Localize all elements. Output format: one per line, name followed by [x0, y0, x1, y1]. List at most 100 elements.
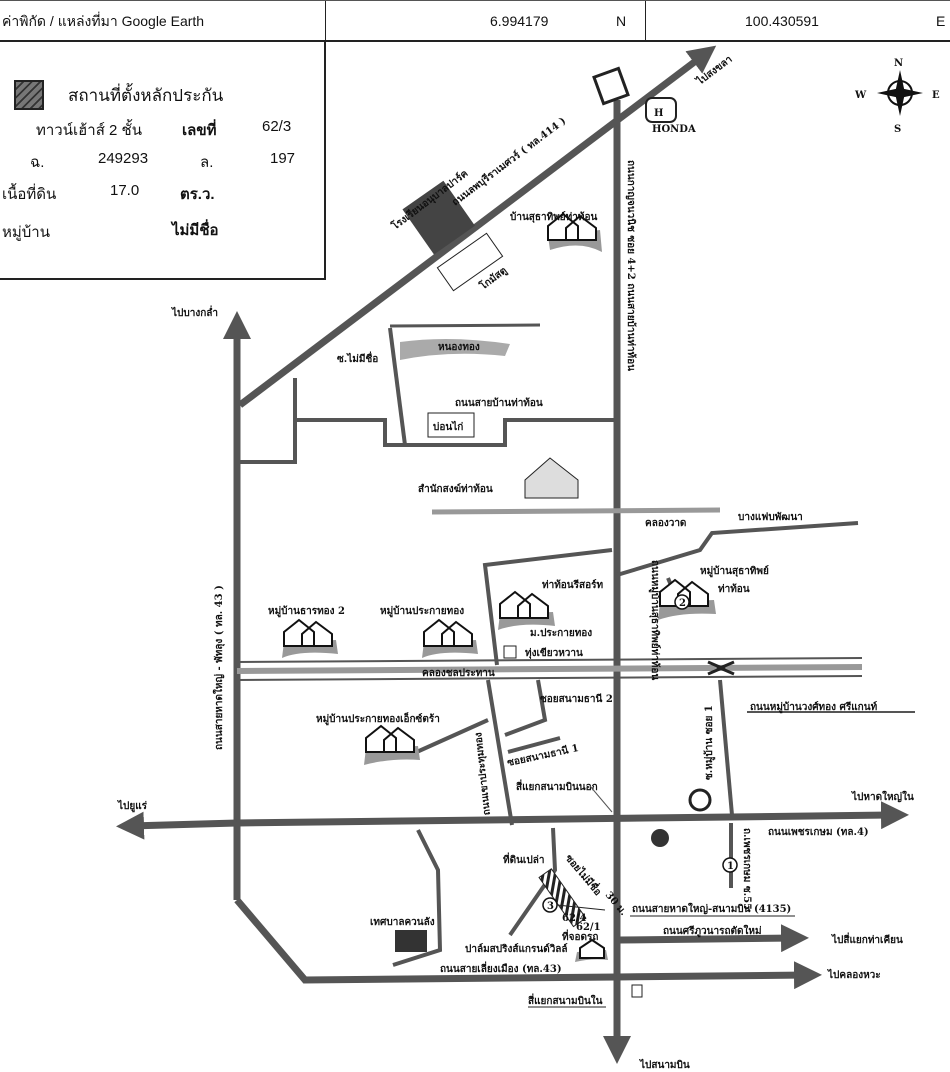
minor-road	[409, 718, 489, 757]
house-icon	[547, 212, 602, 252]
honda-logo-icon: H HONDA	[645, 97, 696, 135]
label-cockpit: บ่อนไก่	[433, 420, 463, 433]
label-phetkasem: ถนนเพชรเกษม (ทล.4)	[768, 827, 869, 838]
canal-wat	[431, 507, 721, 515]
compass-w: W	[854, 90, 867, 101]
label-inner-airport-junction: สี่แยกสนามบินใน	[528, 993, 603, 1007]
property-legend: สถานที่ตั้งหลักประกัน ทาวน์เฮ้าส์ 2 ชั้น…	[0, 42, 326, 280]
marker-1-icon	[722, 857, 738, 873]
leader-line	[589, 785, 613, 813]
marker-2-icon	[674, 594, 690, 610]
soi-sanamthani-1	[507, 736, 561, 754]
coordinate-header: ค่าพิกัด / แหล่งที่มา Google Earth 6.994…	[0, 0, 950, 42]
label-m-prakaithong: ม.ประกายทอง	[530, 627, 592, 639]
label-to-tha-khian: ไปสี่แยกท่าเคียน	[831, 932, 903, 946]
legend-title: สถานที่ตั้งหลักประกัน	[68, 86, 224, 105]
number-label: เลขที่	[182, 122, 217, 139]
minor-road	[237, 378, 297, 464]
marker-2-label: 2	[679, 598, 686, 609]
star-logo-icon	[651, 829, 669, 847]
area-value: 17.0	[110, 182, 140, 199]
label-soi-sanamthani-2: ซอยสนามธานี 2	[540, 693, 613, 705]
label-bang-faeb: บางแฟบพัฒนา	[738, 511, 803, 523]
label-main-vertical-road: ถนนกาญจนวนิช ซอย 4+2 ถนนสายบ้านท่าท้อน	[625, 160, 637, 371]
source-label: ค่าพิกัด / แหล่งที่มา Google Earth	[2, 13, 205, 29]
road-phetkasem-east	[236, 801, 909, 830]
label-soi-no-name: ซ.ไม่มีชื่อ	[337, 351, 378, 365]
label-khao-road: ถนนเขาประทุมทอง	[472, 732, 493, 816]
compass-icon: N S W E	[854, 58, 940, 135]
area-label: เนื้อที่ดิน	[2, 186, 57, 203]
label-road-tha-thon: ถนนสายบ้านท่าท้อน	[455, 397, 543, 409]
soi-sanamthani-2	[504, 679, 548, 737]
latitude-direction: N	[616, 13, 627, 29]
label-outer-airport-junction: สี่แยกสนามบินนอก	[516, 779, 598, 793]
label-hwy43: ถนนสายหาดใหญ่ - พัทลุง ( ทล. 43 )	[212, 585, 225, 750]
village-label: หมู่บ้าน	[2, 224, 50, 241]
house-icon	[364, 724, 420, 765]
label-phetkasem-55: ถ.เพชรเกษม ซ.55	[741, 828, 752, 910]
divider	[325, 1, 326, 41]
label-village-sutathip-top: บ้านสุธาทิพย์ท่าท้อน	[510, 211, 597, 223]
landmark-icons: H HONDA	[395, 66, 735, 998]
label-parking: ที่จอดรถ	[562, 929, 598, 943]
road-hwy43-bend	[234, 897, 618, 984]
label-vacant-land: ที่ดินเปล่า	[503, 852, 544, 866]
marker-1-label: 1	[727, 861, 734, 872]
label-bypass-43: ถนนสายเลี่ยงเมือง (ทล.43)	[440, 961, 562, 975]
label-lot-62-1: 62/1	[576, 922, 601, 933]
label-village-sutathip-road: ถนนหมู่บ้านสุธาทิพย์ท่าท้อน	[648, 560, 661, 680]
label-to-bangklam: ไปบางกล่ำ	[171, 305, 218, 319]
label-lot-62-4: 62/4	[562, 913, 587, 924]
label-to-hatyai-nai: ไปหาดใหญ่ใน	[851, 790, 914, 803]
land-label: ล.	[200, 154, 214, 171]
cockpit-box	[427, 412, 475, 438]
road-khao	[486, 679, 514, 826]
number-value: 62/3	[262, 118, 292, 135]
label-irrigation-canal: คลองชลประทาน	[422, 667, 495, 679]
label-pond: หนองทอง	[438, 342, 480, 353]
label-to-yurae: ไปยูแร่	[117, 799, 148, 813]
svg-text:HONDA: HONDA	[652, 124, 696, 135]
compass-n: N	[894, 58, 903, 69]
pond-shape	[400, 338, 510, 360]
roundabout-icon	[688, 788, 712, 812]
deed-value: 249293	[98, 150, 149, 167]
label-soi-sanamthani-1: ซอยสนามธานี 1	[506, 742, 580, 769]
longitude-direction: E	[936, 13, 946, 29]
label-resort: ท่าท้อนรีสอร์ท	[542, 579, 603, 591]
deed-label: ฉ.	[30, 154, 45, 171]
label-temple: สำนักสงฆ์ท่าท้อน	[418, 483, 493, 495]
road-sriphuwanat	[619, 924, 809, 953]
building-type: ทาวน์เฮ้าส์ 2 ชั้น	[36, 122, 142, 139]
village-value: ไม่มีชื่อ	[172, 222, 219, 239]
label-thung-khiaowan: ทุ่งเขียวหวาน	[525, 647, 583, 659]
house-icon	[282, 618, 338, 658]
road-network	[116, 45, 909, 1064]
road-414	[237, 45, 717, 408]
marker-3-leader	[556, 904, 606, 911]
label-road-414: ถนนลพบุรีราเมศวร์ ( ทล.414 )	[450, 115, 569, 209]
school-building-icon	[402, 180, 475, 255]
longitude-value: 100.430591	[745, 13, 819, 29]
label-village-prakaithong: หมู่บ้านประกายทอง	[380, 605, 464, 618]
land-value: 197	[270, 150, 296, 167]
label-palm-springs: ปาล์มสปริงส์แกรนด์วิลล์	[465, 943, 568, 955]
road-municipality	[392, 829, 443, 967]
shop-icon	[631, 984, 643, 998]
road-tha-thon	[295, 418, 617, 447]
label-soi-1: ซ.หมู่บ้าน ซอย 1	[703, 705, 716, 780]
svg-text:H: H	[654, 108, 663, 119]
area-unit: ตร.ว.	[180, 186, 215, 203]
soi-1	[718, 679, 734, 816]
road-phetkasem-west	[116, 811, 238, 840]
municipality-building-icon	[395, 930, 427, 952]
label-soi-no-name-2: ซอยไม่มีชื่อ	[563, 851, 606, 898]
seven-eleven-icon	[503, 645, 517, 659]
label-wongthong-road: ถนนหมู่บ้านวงศ์ทอง ศรีแกนท์	[750, 701, 878, 714]
label-road-4135: ถนนสายหาดใหญ่-สนามบิน (4135)	[632, 902, 791, 915]
marker-3-label: 3	[547, 901, 554, 912]
label-municipality: เทศบาลควนลัง	[370, 916, 435, 928]
label-sriphuwanat: ถนนศรีภูวนารถตัดใหม่	[663, 924, 762, 938]
soi-no-name	[388, 327, 407, 446]
